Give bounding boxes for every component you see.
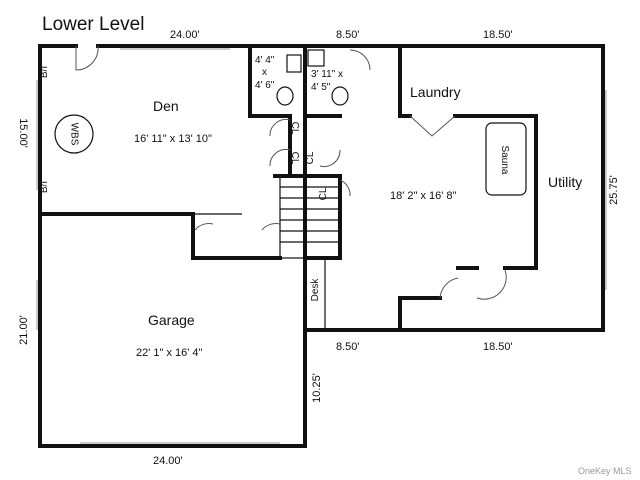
dim-top-left: 24.00' — [170, 29, 200, 41]
dim-right-lower: 18.50' — [483, 341, 513, 353]
sauna-label: Sauna — [499, 146, 510, 175]
closet-label-1: CL — [289, 122, 300, 135]
dim-left-lower: 21.00' — [18, 315, 30, 345]
watermark: OneKey MLS — [578, 466, 632, 476]
dim-garage-side: 10.25' — [311, 373, 323, 403]
dim-bottom: 24.00' — [153, 455, 183, 467]
windows — [36, 48, 607, 444]
garage-size: 22' 1" x 16' 4" — [136, 347, 203, 359]
sauna-box — [485, 122, 527, 196]
stairs — [279, 175, 341, 259]
sink-icon — [286, 54, 302, 73]
closet-label-2: CL — [289, 152, 300, 165]
bath1-x: x — [262, 67, 267, 78]
bath1-depth: 4' 6" — [255, 80, 275, 91]
den-label: Den — [153, 98, 179, 114]
garage-label: Garage — [148, 312, 195, 328]
dim-right: 25.75' — [608, 175, 620, 205]
closet-label-3: CL — [305, 151, 316, 164]
wbs-label: WBS — [68, 123, 79, 146]
toilet-icon-2 — [331, 86, 349, 106]
dim-top-right: 18.50' — [483, 29, 513, 41]
doors — [75, 45, 507, 300]
central-room-size: 18' 2" x 16' 8" — [390, 190, 457, 202]
bath2-depth: 4' 5" — [311, 82, 331, 93]
desk-label: Desk — [310, 278, 321, 302]
bath2-width: 3' 11" x — [311, 69, 343, 80]
dim-top-mid: 8.50' — [336, 29, 360, 41]
built-in-label-2: B/I — [39, 181, 50, 193]
closet-label-4: CL — [318, 187, 329, 200]
toilet-tank-icon — [307, 49, 325, 67]
laundry-label: Laundry — [410, 84, 461, 100]
toilet-icon — [276, 86, 294, 106]
built-in-label-1: B/I — [39, 66, 50, 78]
den-size: 16' 11" x 13' 10" — [134, 133, 212, 145]
wbs-circle — [54, 114, 94, 154]
utility-label: Utility — [548, 174, 582, 190]
dim-left-upper: 15.00' — [17, 118, 29, 148]
dim-mid-lower: 8.50' — [336, 341, 360, 353]
bath1-width: 4' 4" — [255, 55, 275, 66]
plan-title: Lower Level — [42, 14, 144, 35]
thin-lines — [54, 49, 527, 330]
